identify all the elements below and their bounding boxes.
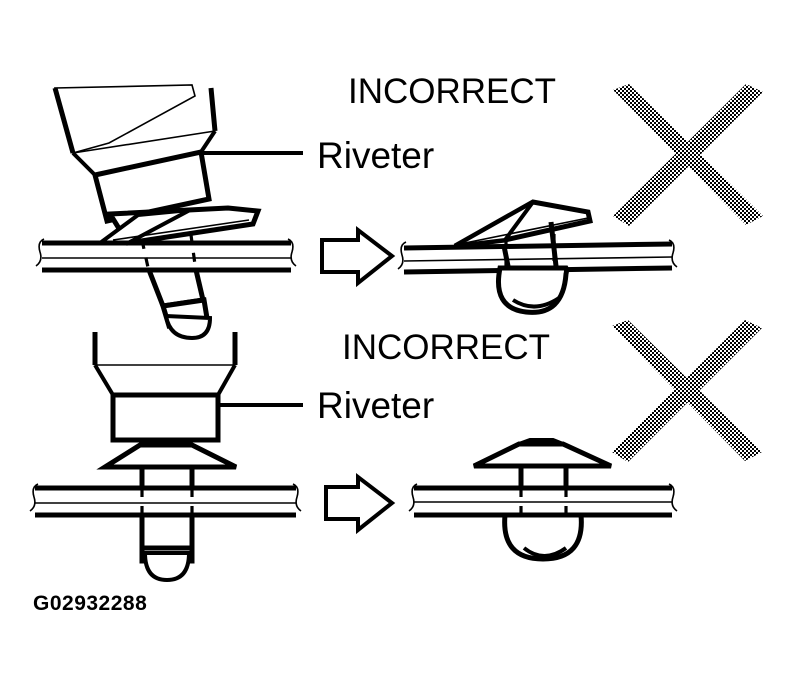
rivet-shank-tilted [140,234,213,341]
result2-upset-tail-dome [502,512,584,562]
rivet-hole-line-left [140,239,151,273]
result-shank-right [548,221,559,267]
riveter-flare-right-edge [208,87,218,132]
x-mark-stroke-b-top [613,84,763,226]
riveter2-left-shoulder [93,363,115,397]
x-mark-stroke-b-bottom [612,320,762,462]
riveter2-barrel [110,392,221,443]
result2-upset-tail-seam [522,546,568,558]
riveter-flare-left-edge [52,87,76,154]
result-upset-tail-seam [511,296,561,309]
panel-bottom: INCORRECT Riveter [29,320,762,583]
riveter-barrel [91,149,212,224]
rivet2-tail-dome [142,551,192,583]
rivet-tail-dome [163,313,213,341]
right-arrow-icon-bottom [324,472,396,535]
result-panel-top-surface [403,241,673,251]
riveter2-right-shoulder [216,364,237,396]
panel-break-left [35,238,45,267]
callout-label-riveter-top: Riveter [317,135,434,176]
figure-id-label: G02932288 [33,592,147,615]
panel-stack-bottom-left [29,483,302,518]
label-incorrect-bottom: INCORRECT [342,328,550,367]
riveter-flare-face-line [72,130,216,154]
riveter-flare-left-shoulder [71,151,97,177]
result2-panel-break-left [408,483,418,512]
callout-label-riveter-bottom: Riveter [317,385,434,426]
result-top [397,199,678,315]
panel-stack-top-left [35,238,297,273]
panel-top: INCORRECT Riveter [35,72,763,341]
result-shank-left [501,245,511,267]
panel2-break-right [292,483,302,512]
rivet-shank-left [146,269,166,307]
label-incorrect-top: INCORRECT [348,72,556,111]
rivet2-flange-crown [139,438,193,447]
riveter-tool-tilted [52,84,218,224]
rivet-flange-inner-line [112,219,250,241]
result-bottom [408,438,678,562]
result-panel-break-right [668,239,678,268]
x-mark-icon-bottom [612,320,762,462]
rivet-shank-right [193,269,206,301]
riveter-flare-right-shoulder [199,129,217,154]
result2-rivet-head-crown [518,438,564,446]
result-panel-break-left [397,241,407,270]
result-rivet-head-facet [454,200,535,248]
rivet-head-tilted [93,205,262,246]
right-arrow-icon-top [320,225,396,288]
panel2-break-left [29,483,39,512]
riveter-tool-upright [92,332,238,443]
result2-panel-break-right [668,483,678,512]
result-panel-mid-line [403,256,673,262]
rivet-shank-upright [139,467,195,583]
panel-break-right [287,238,297,267]
x-mark-icon-top [613,84,763,226]
rivet-hole-line-right [189,234,198,273]
result-rivet-head-inner-line [459,217,589,245]
